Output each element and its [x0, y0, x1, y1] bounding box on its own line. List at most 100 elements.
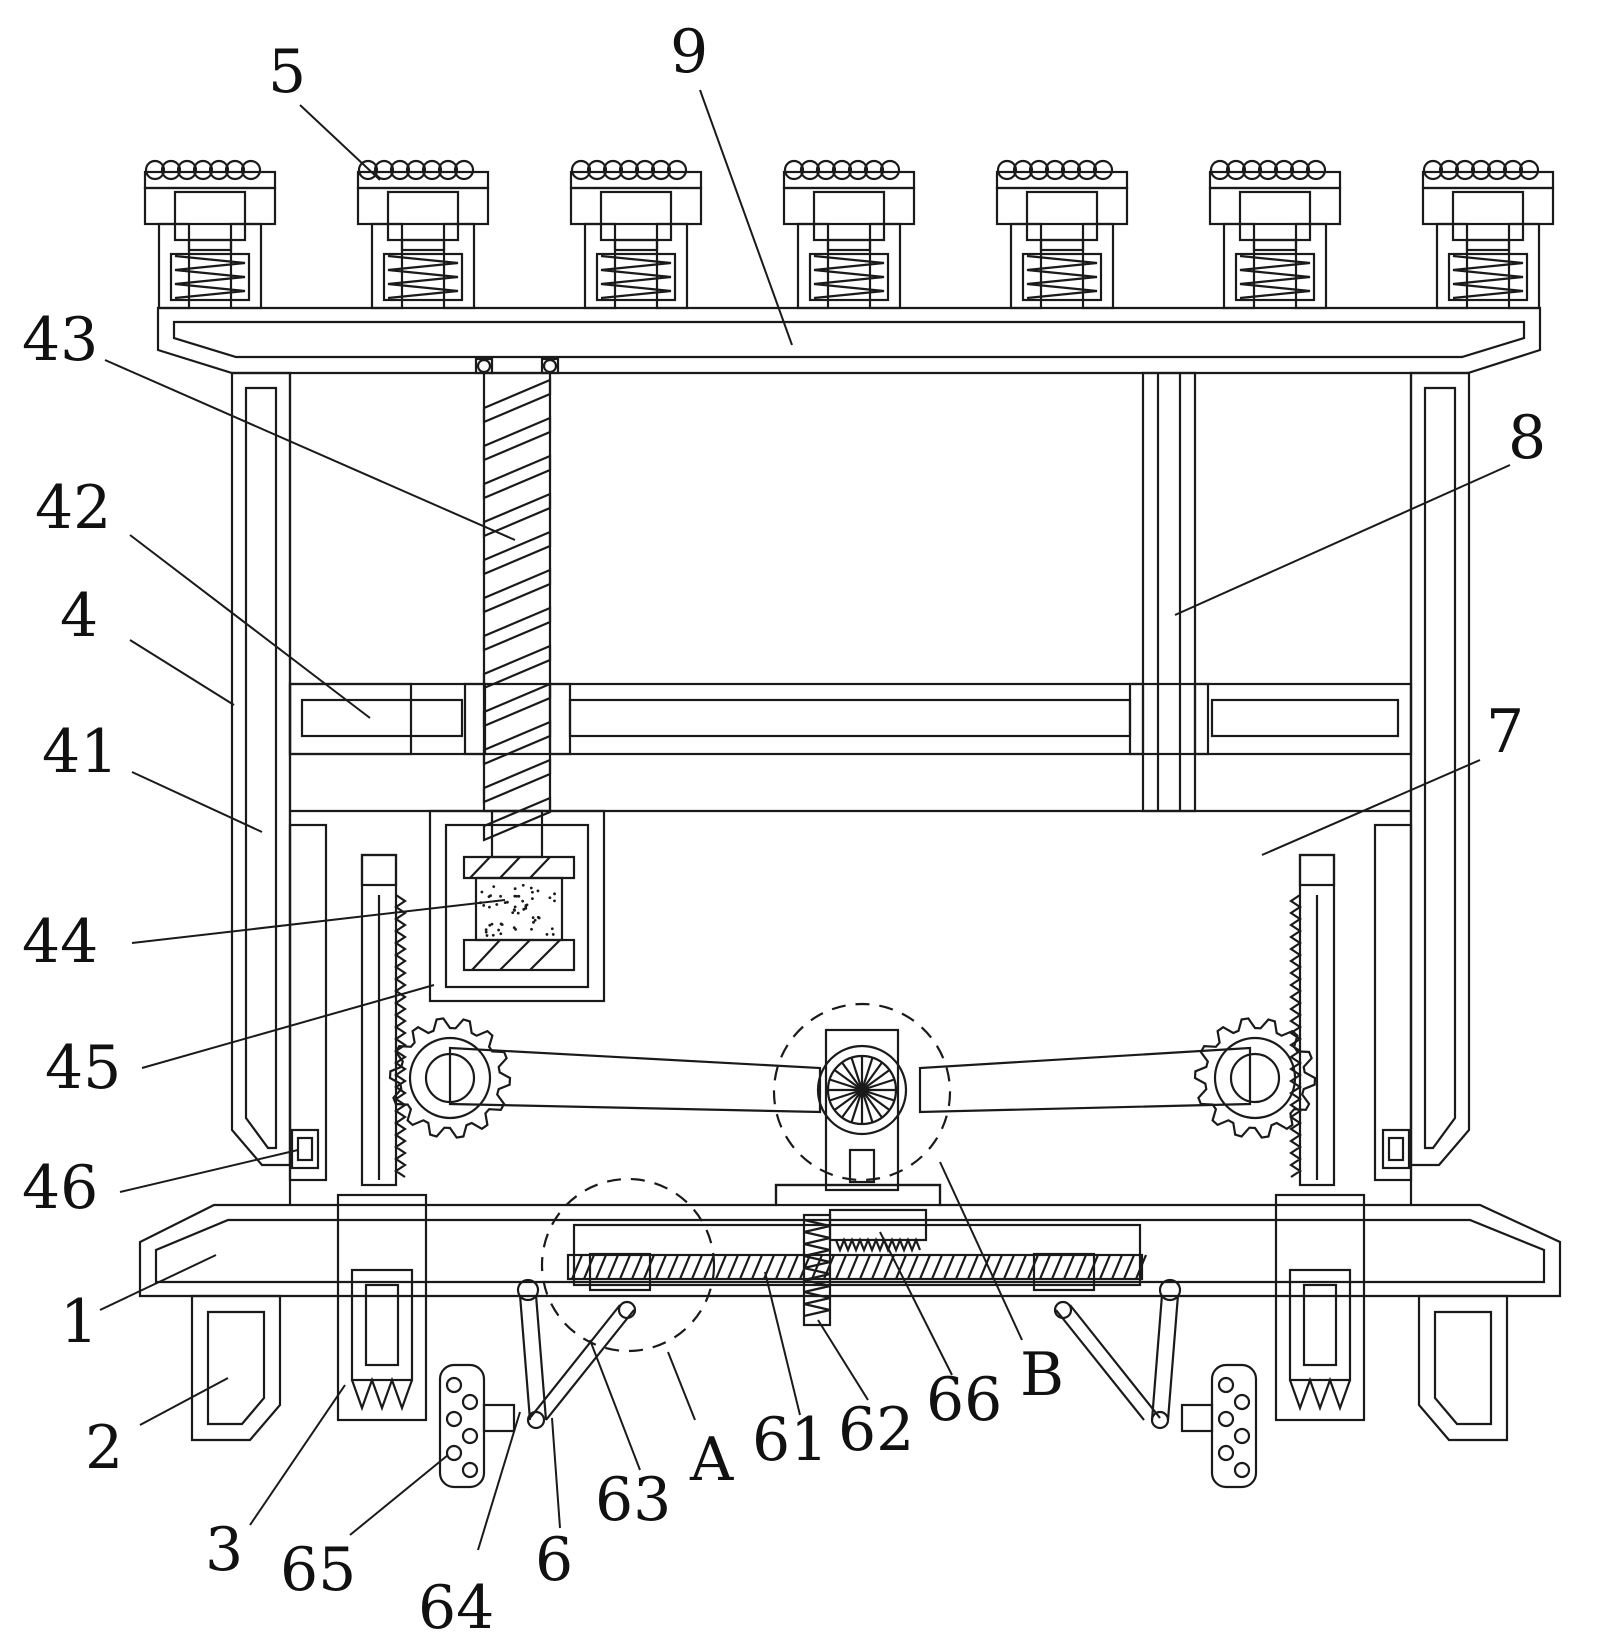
fan-spoke	[861, 1089, 891, 1111]
wheels	[438, 1363, 1258, 1489]
screw-thread	[482, 796, 552, 842]
speckle-dot	[511, 911, 515, 915]
label-46: 46	[22, 1153, 98, 1223]
speckle-dot	[517, 894, 521, 898]
lower-screw-thread	[978, 1254, 992, 1280]
lower-screw-thread	[582, 1254, 596, 1280]
callout-labels: 5 9 43 8 42 4 7 41 44 45 46 1 2 3 65 64 …	[22, 17, 1546, 1634]
lower-screw-thread	[654, 1254, 668, 1280]
speckle-dot	[513, 887, 517, 891]
wheel-hole	[445, 1410, 463, 1428]
gear	[1193, 1017, 1317, 1139]
leader-lines	[99, 89, 1511, 1551]
hub-fan	[826, 1054, 898, 1126]
lower-screw-thread	[882, 1254, 896, 1280]
label-A: A	[689, 1425, 734, 1495]
speckle-dot	[531, 897, 534, 901]
gear	[388, 1017, 512, 1139]
base-plate	[138, 1183, 1562, 1298]
fan-spoke	[861, 1078, 895, 1092]
fan-spoke	[860, 1057, 874, 1091]
fan-spoke	[850, 1089, 864, 1123]
guide-post	[1141, 371, 1197, 813]
speckle-dot	[531, 890, 534, 894]
label-44: 44	[22, 907, 98, 977]
speckle-dot	[485, 934, 489, 937]
label-62: 62	[838, 1395, 914, 1465]
lower-screw	[566, 1223, 1148, 1292]
label-45: 45	[45, 1033, 121, 1103]
wheel-hole	[1217, 1410, 1235, 1428]
lower-screw-thread	[1038, 1254, 1052, 1280]
label-66: 66	[926, 1365, 1002, 1435]
speckle-dot	[545, 932, 549, 936]
speckle-dot	[503, 901, 507, 904]
fan-spoke	[861, 1061, 883, 1091]
screw-thread	[482, 644, 552, 690]
lower-screw-thread	[942, 1254, 956, 1280]
speckle-dot	[506, 900, 509, 904]
speckle-dot	[529, 886, 533, 890]
lower-screw-thread	[642, 1254, 656, 1280]
speckle-dot	[492, 885, 496, 889]
speckle-dot	[499, 922, 503, 926]
label-7: 7	[1486, 697, 1524, 767]
main-frame	[288, 373, 1413, 1205]
top-plate	[156, 306, 1542, 375]
lower-screw-thread	[1074, 1254, 1088, 1280]
speckle-dot	[484, 928, 488, 932]
wheel-hole	[1217, 1376, 1235, 1394]
lower-screw-thread	[678, 1254, 692, 1280]
lower-screw-thread	[954, 1254, 968, 1280]
lower-screw-thread	[1134, 1254, 1148, 1280]
speckle-dot	[512, 908, 516, 912]
screw-thread	[482, 568, 552, 614]
lower-screw-thread	[858, 1254, 872, 1280]
lead-screw	[474, 357, 560, 842]
lower-screw-thread	[786, 1254, 800, 1280]
speckle-dot	[521, 899, 525, 903]
lower-screw-thread	[918, 1254, 932, 1280]
motor-core-texture	[479, 883, 556, 937]
rack-teeth	[394, 894, 407, 1178]
fan-spoke	[861, 1088, 895, 1102]
lower-screw-thread	[894, 1254, 908, 1280]
arm-gears	[388, 1017, 1317, 1139]
wheel-hole	[1233, 1461, 1251, 1479]
fan-spoke	[833, 1089, 863, 1111]
screw-thread	[482, 606, 552, 652]
lower-screw-thread	[930, 1254, 944, 1280]
arm-assembly	[388, 1002, 1317, 1192]
fan-ring	[826, 1054, 898, 1126]
speckle-dot	[550, 927, 554, 931]
lower-screw-thread	[630, 1254, 644, 1280]
label-65: 65	[280, 1535, 356, 1605]
limit-blocks	[290, 1128, 1411, 1170]
spring	[802, 1213, 832, 1327]
speckle-dot	[536, 915, 540, 919]
label-6: 6	[535, 1525, 573, 1595]
speckle-dot	[524, 906, 528, 910]
lower-screw-thread	[726, 1254, 740, 1280]
screw-thread	[482, 682, 552, 728]
fan-spoke	[841, 1061, 863, 1091]
fan-spoke	[860, 1089, 874, 1123]
speckle-dot	[484, 930, 488, 934]
lower-screw-thread	[738, 1254, 752, 1280]
clamp-unit	[1208, 159, 1342, 310]
label-3: 3	[205, 1515, 243, 1585]
wheel-hole	[461, 1393, 479, 1411]
motor-housing	[428, 809, 606, 1003]
speckle-dot	[513, 905, 517, 909]
screw-thread	[482, 530, 552, 576]
wheel-hole	[445, 1444, 463, 1462]
lower-screw-thread	[846, 1254, 860, 1280]
speckle-dot	[531, 916, 535, 920]
lower-screw-thread	[1050, 1254, 1064, 1280]
speckle-dot	[553, 892, 556, 896]
speckle-dot	[482, 904, 486, 907]
screw-thread	[482, 378, 552, 424]
fan-spoke	[833, 1069, 863, 1091]
